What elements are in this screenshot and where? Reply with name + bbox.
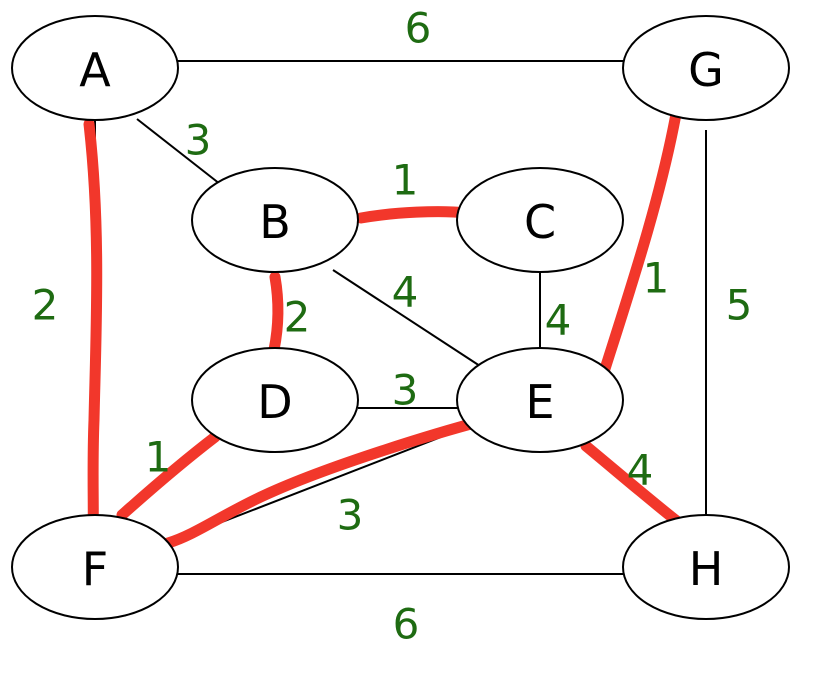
highlight-stroke-e-h (580, 440, 684, 528)
highlight-stroke-a-f (83, 118, 103, 541)
node-b: B (191, 167, 359, 273)
node-ellipse-e (456, 347, 624, 453)
node-label-b: B (259, 195, 291, 249)
node-label-a: A (79, 43, 111, 97)
node-ellipse-f (11, 514, 179, 620)
node-ellipse-c (456, 167, 624, 273)
nodes-layer: A G B C D E F H (11, 15, 790, 620)
node-d: D (191, 347, 359, 453)
edge-weight-b-d: 2 (284, 293, 311, 342)
node-e: E (456, 347, 624, 453)
edge-weight-c-e: 4 (545, 296, 572, 345)
highlight-stroke-g-e (598, 108, 682, 378)
edge-weight-e-f: 3 (337, 491, 364, 540)
edge-weight-a-f: 2 (32, 281, 59, 330)
node-label-c: C (524, 195, 556, 249)
node-ellipse-b (191, 167, 359, 273)
highlight-stroke-b-c (355, 206, 473, 224)
node-ellipse-d (191, 347, 359, 453)
node-c: C (456, 167, 624, 273)
edge-weight-g-e: 1 (643, 254, 670, 303)
edge-weight-e-h: 4 (627, 446, 654, 495)
edge-weight-f-h: 6 (393, 600, 420, 649)
edge-weight-a-g: 6 (405, 4, 432, 53)
node-label-d: D (257, 375, 292, 429)
weights-layer: 6 3 2 1 2 4 4 1 5 3 1 3 4 6 (32, 4, 753, 649)
edge-a-b (136, 118, 221, 185)
edge-weight-b-e: 4 (392, 268, 419, 317)
edge-weight-g-h: 5 (726, 281, 753, 330)
node-label-h: H (689, 542, 724, 596)
node-h: H (622, 514, 790, 620)
node-g: G (622, 15, 790, 121)
node-label-f: F (82, 542, 108, 596)
node-f: F (11, 514, 179, 620)
edge-weight-d-f: 1 (145, 433, 172, 482)
edge-b-e (332, 269, 481, 367)
highlight-stroke-b-d (268, 271, 284, 356)
highlight-layer (83, 108, 684, 549)
edge-weight-d-e: 3 (392, 366, 419, 415)
node-label-e: E (525, 375, 554, 429)
edge-weight-b-c: 1 (392, 156, 419, 205)
node-ellipse-a (11, 15, 179, 121)
node-ellipse-g (622, 15, 790, 121)
edge-weight-a-b: 3 (185, 116, 212, 165)
node-a: A (11, 15, 179, 121)
highlight-stroke-d-f (116, 431, 221, 521)
node-ellipse-h (622, 514, 790, 620)
highlight-stroke-e-f (162, 415, 488, 549)
node-label-g: G (688, 43, 724, 97)
